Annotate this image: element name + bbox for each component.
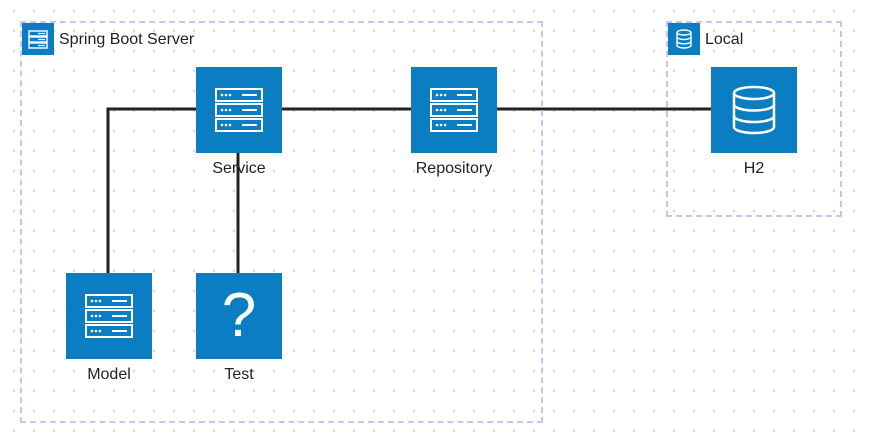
server-icon — [22, 23, 54, 55]
node-label-test: Test — [224, 366, 254, 383]
node-model[interactable] — [66, 273, 152, 359]
server-icon — [430, 88, 478, 132]
database-icon — [668, 23, 700, 55]
edge-model-service — [106, 107, 196, 273]
node-label-repository: Repository — [415, 160, 493, 177]
group-label: Local — [705, 31, 744, 48]
node-label-model: Model — [87, 366, 131, 383]
group-spring-boot-server[interactable]: Spring Boot Server — [20, 21, 543, 423]
question-icon: ? — [221, 281, 257, 350]
group-local[interactable]: Local — [666, 21, 842, 217]
server-icon — [85, 294, 133, 338]
node-service[interactable] — [196, 67, 282, 153]
node-test[interactable]: ? — [196, 273, 282, 359]
database-icon — [732, 85, 776, 135]
node-label-h2: H2 — [743, 160, 765, 177]
node-label-service: Service — [212, 160, 266, 177]
node-h2[interactable] — [711, 67, 797, 153]
server-icon — [215, 88, 263, 132]
group-label: Spring Boot Server — [59, 31, 195, 48]
node-repository[interactable] — [411, 67, 497, 153]
